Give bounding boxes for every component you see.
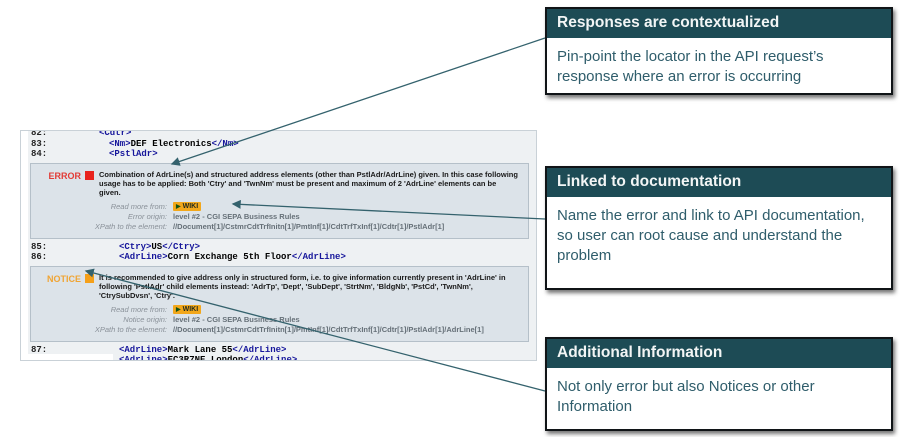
line-number: 87: [31,344,48,355]
callout-body-text: Pin-point the locator in the API request… [557,48,824,85]
field-label: Error origin: [127,211,167,221]
notice-fields: Read more from: ▶WIKI Notice origin: level … [37,305,520,335]
error-message: Combination of AdrLine(s) and structured… [99,169,518,197]
horizontal-scrollbar[interactable] [28,354,113,360]
vertical-scrollbar[interactable] [21,131,28,360]
finding-field-row: Notice origin: level #2 - CGI SEPA Busine… [37,315,520,325]
error-severity-icon [85,170,94,180]
notice-severity-icon [85,273,94,283]
callout-title: Responses are contextualized [547,9,891,40]
callout-responses-contextualized: Responses are contextualized Pin-point t… [545,7,893,95]
field-value: //Document[1]/CstmrCdtTrfInitn[1]/PmtInf… [173,221,445,231]
wiki-badge-label: WIKI [182,202,199,210]
notice-finding: NOTICE It is recommended to give address… [30,265,529,342]
field-label: XPath to the element: [94,324,167,334]
finding-field-row: Read more from: ▶WIKI [37,305,520,315]
field-value: level #2 - CGI SEPA Business Rules [173,211,300,221]
finding-field-row: Error origin: level #2 - CGI SEPA Busines… [37,212,520,222]
field-label: Notice origin: [123,314,167,324]
link-arrow-icon: ▶ [176,203,181,210]
callout-body-text: Name the error and link to API documenta… [557,207,865,264]
finding-field-row: Read more from: ▶WIKI [37,202,520,212]
callout-title: Linked to documentation [547,168,891,199]
error-finding: ERROR Combination of AdrLine(s) and stru… [30,162,529,239]
line-number: 82: [31,130,48,138]
notice-label: NOTICE [46,273,81,284]
finding-field-row: XPath to the element: //Document[1]/Cstmr… [37,325,520,335]
code-line: 84:<PstlAdr> [28,149,536,160]
code-line: 82:<Cdtr> [28,130,536,139]
link-arrow-icon: ▶ [176,306,181,313]
api-response-panel: 82:<Cdtr>83:<Nm>DEF Electronics</Nm>84:<… [20,130,537,361]
error-fields: Read more from: ▶WIKI Error origin: level #… [37,202,520,232]
callout-body-text: Not only error but also Notices or other… [557,378,815,415]
field-label: XPath to the element: [94,221,167,231]
code-lines-between: 85:<Ctry>US</Ctry>86:<AdrLine>Corn Excha… [28,242,536,263]
error-label: ERROR [48,170,81,181]
code-line: 85:<Ctry>US</Ctry> [28,242,536,253]
callout-linked-to-documentation: Linked to documentation Name the error a… [545,166,893,290]
wiki-badge-label: WIKI [182,305,199,313]
callout-title: Additional Information [547,339,891,370]
line-number: 85: [31,241,48,252]
field-value: level #2 - CGI SEPA Business Rules [173,314,300,324]
line-number: 86: [31,252,48,262]
line-number: 84: [31,149,48,159]
field-label: Read more from: [110,304,167,314]
wiki-link-badge[interactable]: ▶WIKI [173,305,202,314]
code-line: 83:<Nm>DEF Electronics</Nm> [28,139,536,150]
field-value: //Document[1]/CstmrCdtTrfInitn[1]/PmtInf… [173,324,484,334]
field-label: Read more from: [110,201,167,211]
line-number: 83: [31,138,48,149]
code-lines-before-error: 82:<Cdtr>83:<Nm>DEF Electronics</Nm>84:<… [28,130,536,160]
callout-additional-information: Additional Information Not only error bu… [545,337,893,431]
finding-field-row: XPath to the element: //Document[1]/Cstmr… [37,222,520,232]
notice-finding-header: NOTICE It is recommended to give address… [37,273,520,300]
code-line: 86:<AdrLine>Corn Exchange 5th Floor</Adr… [28,252,536,263]
wiki-link-badge[interactable]: ▶WIKI [173,202,202,211]
code-content: 82:<Cdtr>83:<Nm>DEF Electronics</Nm>84:<… [28,130,536,360]
error-finding-header: ERROR Combination of AdrLine(s) and stru… [37,170,520,197]
notice-message: It is recommended to give address only i… [99,272,506,300]
